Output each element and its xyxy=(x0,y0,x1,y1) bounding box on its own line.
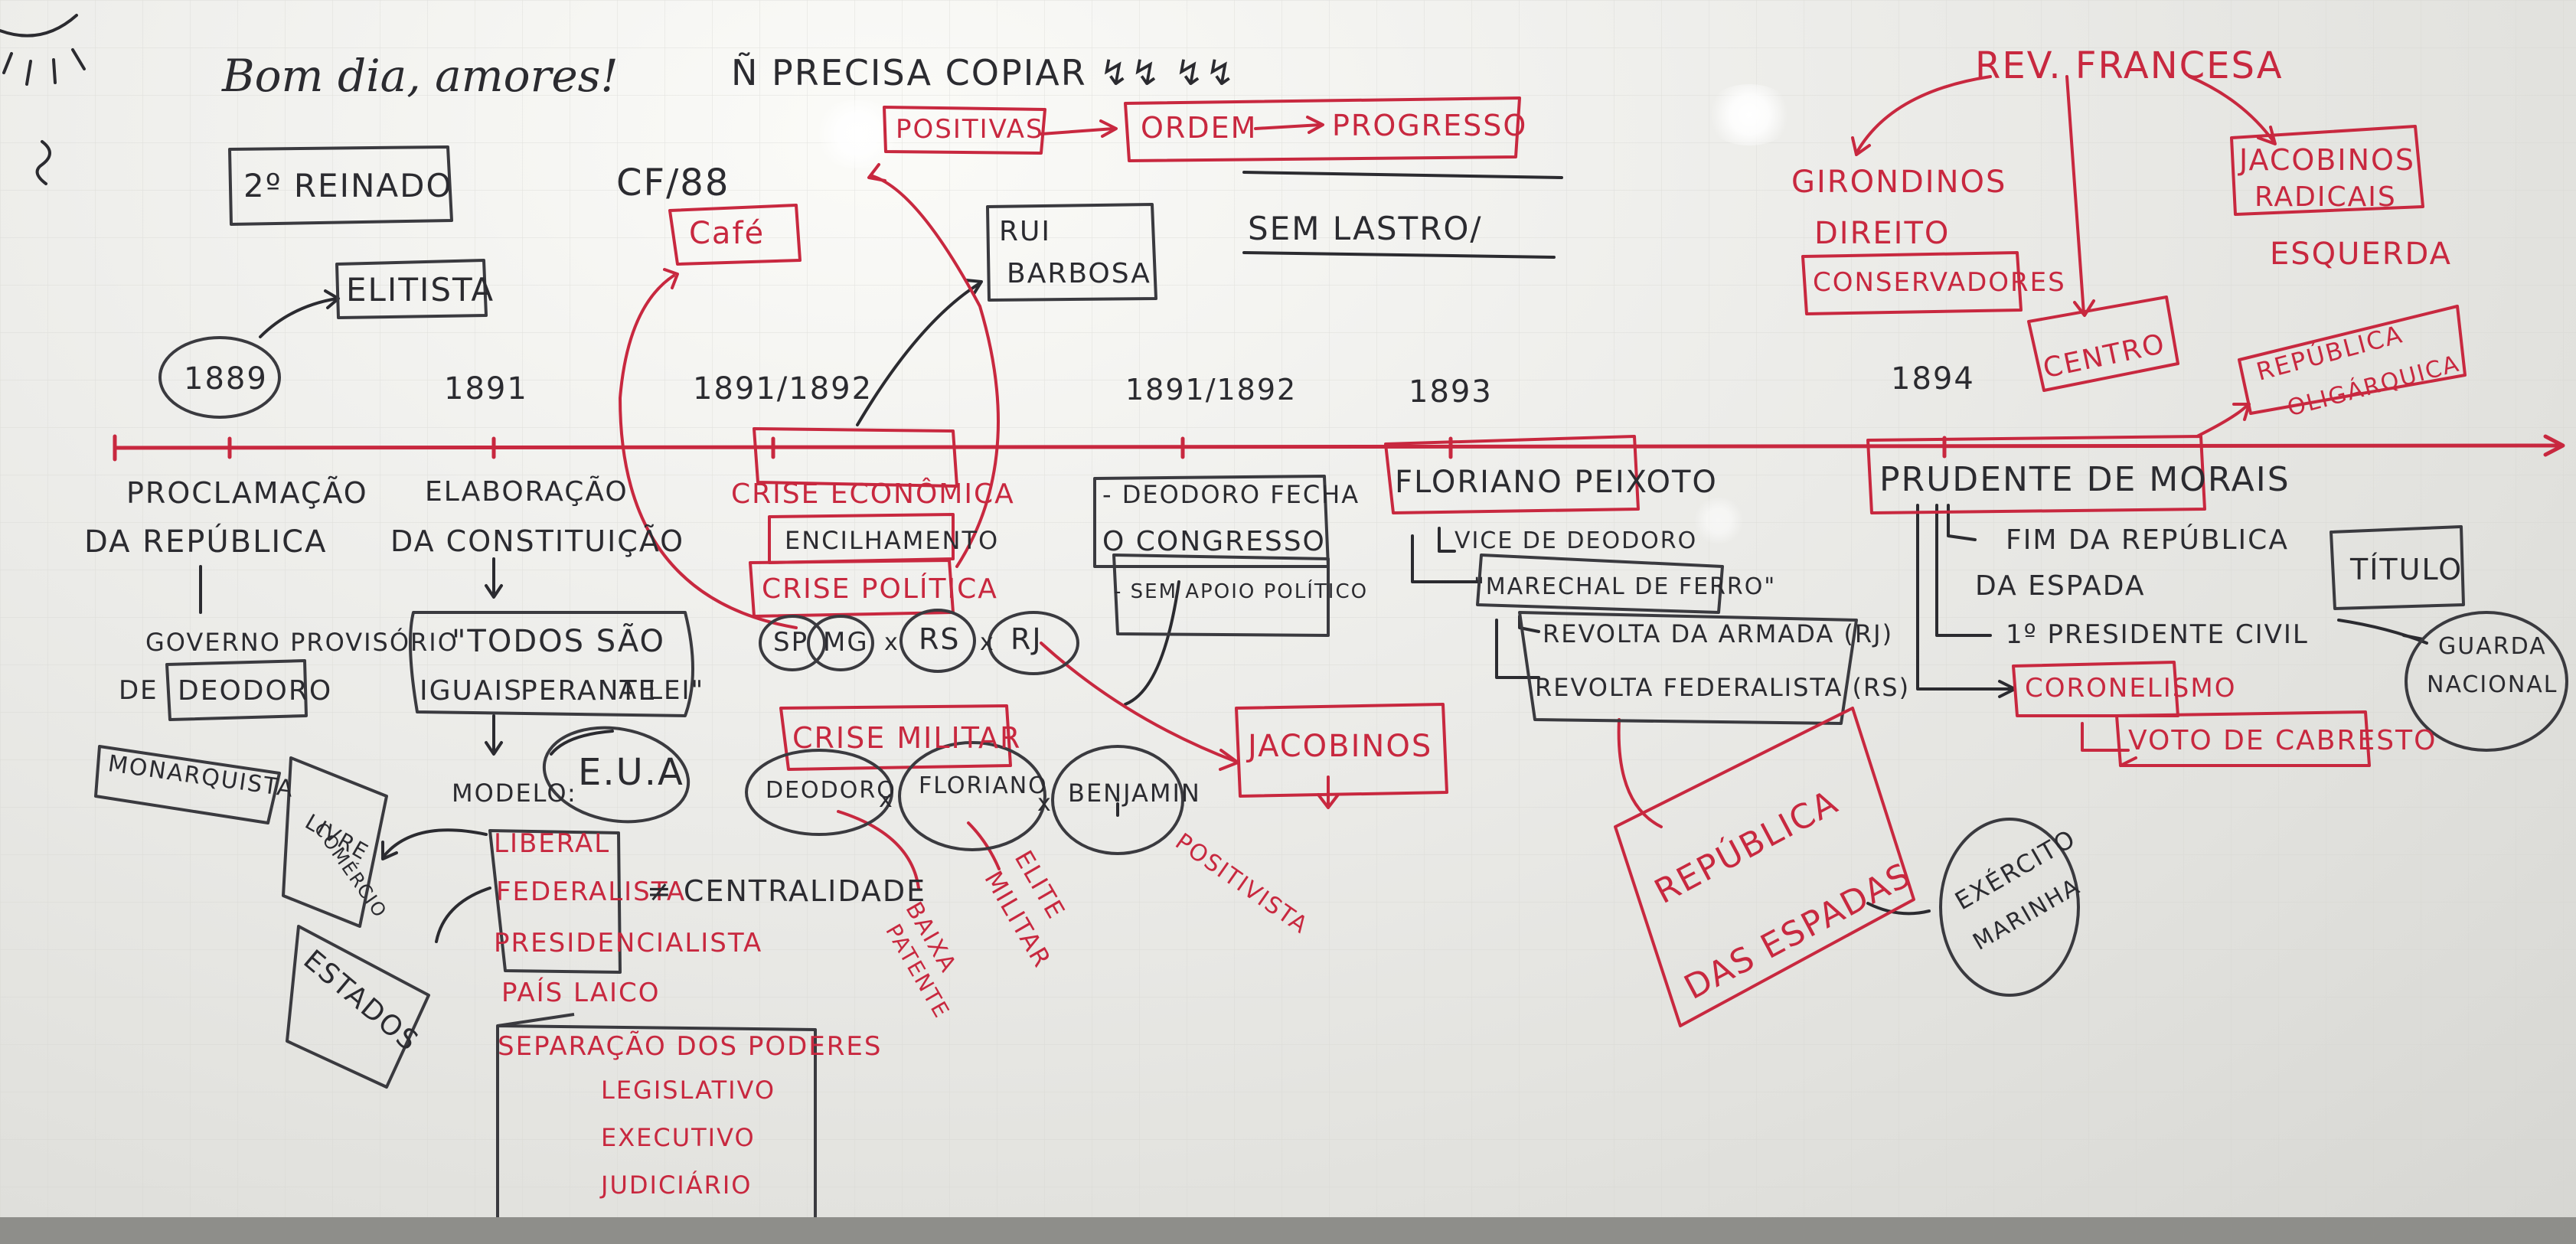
vice-deodoro-label: VICE DE DEODORO xyxy=(1455,527,1698,554)
greeting-text: Bom dia, amores! xyxy=(222,50,619,102)
fim-republica-label: FIM DA REPÚBLICA xyxy=(2006,524,2289,556)
radicais-label: RADICAIS xyxy=(2254,181,2397,213)
prudente-morais-label: PRUDENTE DE MORAIS xyxy=(1879,460,2290,499)
elaboracao-label: ELABORAÇÃO xyxy=(425,476,628,508)
coronelismo-label: CORONELISMO xyxy=(2025,673,2237,704)
revolta-armada-label: REVOLTA DA ARMADA (RJ) xyxy=(1543,619,1894,648)
ordem-label: ORDEM xyxy=(1141,111,1258,145)
crise-militar-label: CRISE MILITAR xyxy=(792,721,1022,755)
a-lei-label: A LEI" xyxy=(619,675,705,706)
progresso-label: PROGRESSO xyxy=(1332,109,1528,142)
board-frame xyxy=(0,1217,2576,1244)
pais-laico-label: PAÍS LAICO xyxy=(501,978,661,1008)
centralidade-label: ≠ CENTRALIDADE xyxy=(647,874,927,908)
mg-label: MG xyxy=(823,627,869,658)
presidente-civil-label: 1º PRESIDENTE CIVIL xyxy=(2006,619,2309,650)
perante-label: PERANTE xyxy=(521,675,658,707)
encilhamento-label: ENCILHAMENTO xyxy=(785,526,1000,555)
federalista-label: FEDERALISTA xyxy=(496,877,687,907)
modelo-label: MODELO: xyxy=(452,779,577,808)
executivo-label: EXECUTIVO xyxy=(601,1123,756,1152)
rui-barbosa-label-2: BARBOSA xyxy=(1007,258,1151,289)
todos-sao-label: "TODOS SÃO xyxy=(452,624,665,659)
de-label: DE xyxy=(119,675,158,706)
cafe-label: Café xyxy=(689,216,766,251)
year-1891-1892-a: 1891/1892 xyxy=(693,371,873,407)
light-glare xyxy=(1703,84,1795,145)
elitista-label: ELITISTA xyxy=(346,271,495,309)
iguais-label: IGUAIS xyxy=(420,675,523,707)
deodoro-label: DEODORO xyxy=(178,675,333,707)
da-espada-label: DA ESPADA xyxy=(1975,570,2146,602)
titulo-label: TÍTULO xyxy=(2350,553,2463,586)
da-constituicao-label: DA CONSTITUIÇÃO xyxy=(390,524,685,558)
segundo-reinado-label: 2º REINADO xyxy=(243,167,453,204)
rev-francesa-label: REV. FRANCESA xyxy=(1975,44,2284,87)
legislativo-label: LEGISLATIVO xyxy=(601,1076,776,1105)
governo-provisorio-label: GOVERNO PROVISÓRIO xyxy=(145,628,459,657)
year-1894: 1894 xyxy=(1891,361,1975,397)
separacao-label: SEPARAÇÃO DOS PODERES xyxy=(498,1031,883,1062)
o-congresso-label: O CONGRESSO xyxy=(1102,526,1326,557)
marechal-ferro-label: "MARECHAL DE FERRO" xyxy=(1474,573,1777,600)
crise-economica-label: CRISE ECONÔMICA xyxy=(731,478,1015,510)
judiciario-label: JUDICIÁRIO xyxy=(601,1171,753,1200)
timeline-axis xyxy=(113,443,2563,450)
light-glare xyxy=(1692,498,1745,544)
year-1889: 1889 xyxy=(184,361,268,397)
floriano-peixoto-label: FLORIANO PEIXOTO xyxy=(1395,465,1718,500)
da-republica-label: DA REPÚBLICA xyxy=(84,524,328,560)
sem-lastro-label: SEM LASTRO/ xyxy=(1248,210,1483,247)
girondinos-label: GIRONDINOS xyxy=(1791,165,2007,200)
notice-text: Ñ PRECISA COPIAR ↯↯ ↯↯ xyxy=(731,52,1237,93)
cf88-label: CF/88 xyxy=(616,162,730,204)
guarda-label: GUARDA xyxy=(2438,633,2547,660)
year-1891-1892-b: 1891/1892 xyxy=(1125,373,1298,407)
rj-label: RJ xyxy=(1010,622,1043,656)
jacobinos-label: JACOBINOS xyxy=(1248,729,1433,764)
light-glare xyxy=(811,100,903,168)
nacional-label: NACIONAL xyxy=(2427,671,2558,698)
liberal-label: LIBERAL xyxy=(494,828,611,859)
deodoro-fecha-label: - DEODORO FECHA xyxy=(1102,480,1360,509)
year-1891: 1891 xyxy=(444,371,528,407)
x-sign-4: x xyxy=(1037,790,1053,817)
presidencialista-label: PRESIDENCIALISTA xyxy=(494,928,763,958)
year-1893: 1893 xyxy=(1409,374,1493,410)
sem-apoio-label: - SEM APOIO POLÍTICO xyxy=(1114,580,1369,603)
voto-cabresto-label: VOTO DE CABRESTO xyxy=(2128,725,2437,756)
rs-label: RS xyxy=(919,622,961,656)
direito-label: DIREITO xyxy=(1814,216,1951,251)
benjamin-label: BENJAMIN xyxy=(1068,779,1201,808)
floriano-militar-label: FLORIANO xyxy=(919,772,1048,799)
x-sign-3: x xyxy=(879,786,894,813)
x-sign-2: x xyxy=(980,629,995,656)
esquerda-label: ESQUERDA xyxy=(2270,237,2452,272)
x-sign-1: x xyxy=(884,629,899,656)
proclamacao-label: PROCLAMAÇÃO xyxy=(126,476,368,510)
crise-politica-label: CRISE POLÍTICA xyxy=(762,573,998,605)
sp-label: SP xyxy=(773,627,809,658)
deodoro-militar-label: DEODORO xyxy=(766,777,896,804)
eua-label: E.U.A xyxy=(578,751,684,794)
positivas-label: POSITIVAS xyxy=(896,114,1044,145)
conservadores-label: CONSERVADORES xyxy=(1813,267,2066,298)
revolta-federalista-label: REVOLTA FEDERALISTA (RS) xyxy=(1535,673,1911,702)
jacobinos-radicais-label: JACOBINOS xyxy=(2239,143,2416,177)
rui-barbosa-label: RUI xyxy=(999,216,1051,247)
